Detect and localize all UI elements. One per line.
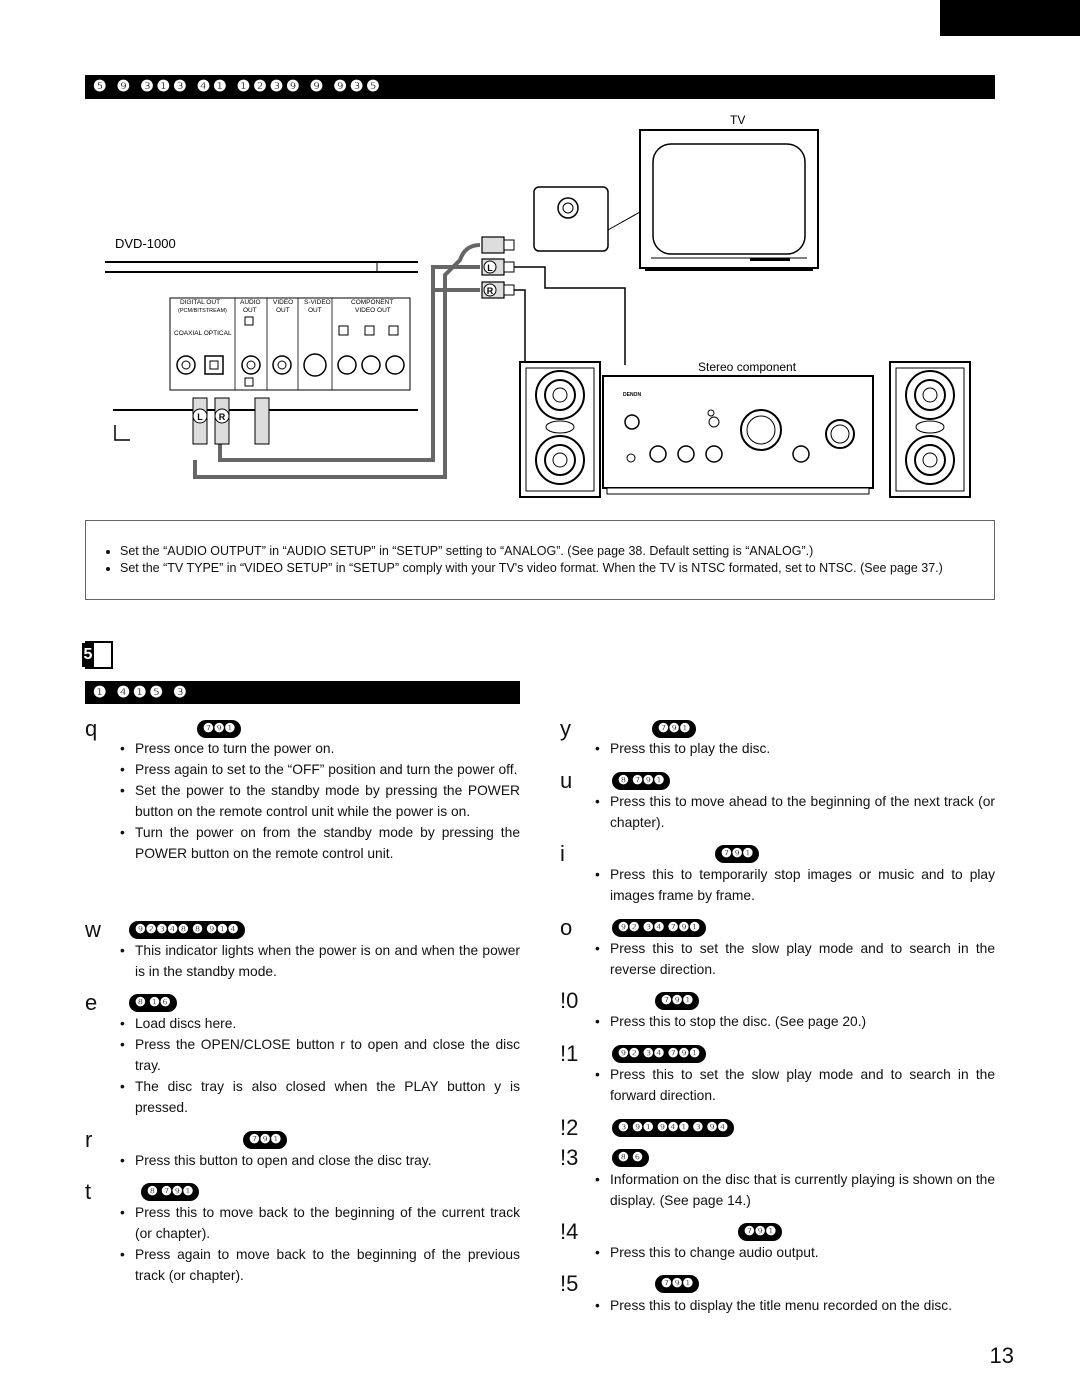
tv-screen: [652, 143, 806, 255]
item-bullets: Press this to play the disc.: [595, 738, 995, 759]
svg-text:L: L: [487, 263, 493, 273]
note-item: Set the “AUDIO OUTPUT” in “AUDIO SETUP” …: [120, 543, 976, 560]
svg-text:OUT: OUT: [243, 307, 257, 314]
item-bullets: Press once to turn the power on. Press a…: [120, 738, 520, 864]
item-bullets: Press this to set the slow play mode and…: [595, 1064, 995, 1106]
svg-text:S-VIDEO: S-VIDEO: [304, 299, 331, 306]
svg-text:OUT: OUT: [308, 307, 322, 314]
svg-text:VIDEO OUT: VIDEO OUT: [355, 307, 391, 314]
svg-text:COAXIAL OPTICAL: COAXIAL OPTICAL: [174, 330, 232, 337]
svg-text:AUDIO: AUDIO: [240, 299, 261, 306]
item-bullets: This indicator lights when the power is …: [120, 940, 520, 982]
note-item: Set the “TV TYPE” in “VIDEO SETUP” in “S…: [120, 560, 976, 577]
page-number: 13: [989, 1343, 1014, 1368]
svg-text:R: R: [487, 286, 494, 296]
connection-diagram: TV L R DVD-1000 DIGITAL OUT (PCM/BITSTRE…: [105, 113, 971, 498]
tv-label: TV: [730, 113, 745, 127]
item-bullets: Press this to set the slow play mode and…: [595, 938, 995, 980]
section-icon: 5: [82, 641, 113, 669]
item-bullets: Load discs here. Press the OPEN/CLOSE bu…: [120, 1013, 520, 1118]
svg-text:COMPONENT: COMPONENT: [351, 299, 393, 306]
tv-input-callout: [533, 186, 609, 252]
svg-text:(PCM/BITSTREAM): (PCM/BITSTREAM): [178, 308, 227, 314]
section-header: ❺ ❾ ❸❶❸ ❹❶ ❶❷❸❾ ❾ ❾❸❺: [85, 75, 995, 99]
player-label: DVD-1000: [115, 236, 176, 251]
svg-text:OUT: OUT: [276, 307, 290, 314]
svg-text:L: L: [197, 412, 203, 422]
item-bullets: Press this to move back to the beginning…: [120, 1202, 520, 1286]
item-bullets: Press this to change audio output.: [595, 1242, 995, 1263]
svg-text:DENON: DENON: [623, 392, 641, 398]
item-bullets: Press this to temporarily stop images or…: [595, 864, 995, 906]
item-bullets: Press this to move ahead to the beginnin…: [595, 791, 995, 833]
sub-header: ❶ ❹❶❺ ❸: [85, 681, 520, 704]
svg-text:DIGITAL OUT: DIGITAL OUT: [180, 299, 220, 306]
item-bullets: Information on the disc that is currentl…: [595, 1169, 995, 1211]
corner-tab: [940, 0, 1080, 36]
item-bullets: Press this to display the title menu rec…: [595, 1295, 995, 1316]
item-bullets: Press this button to open and close the …: [120, 1150, 520, 1171]
svg-text:R: R: [219, 412, 226, 422]
stereo-label: Stereo component: [698, 360, 797, 374]
item-bullets: Press this to stop the disc. (See page 2…: [595, 1011, 995, 1032]
setup-notes: Set the “AUDIO OUTPUT” in “AUDIO SETUP” …: [85, 520, 995, 600]
svg-text:VIDEO: VIDEO: [273, 299, 293, 306]
